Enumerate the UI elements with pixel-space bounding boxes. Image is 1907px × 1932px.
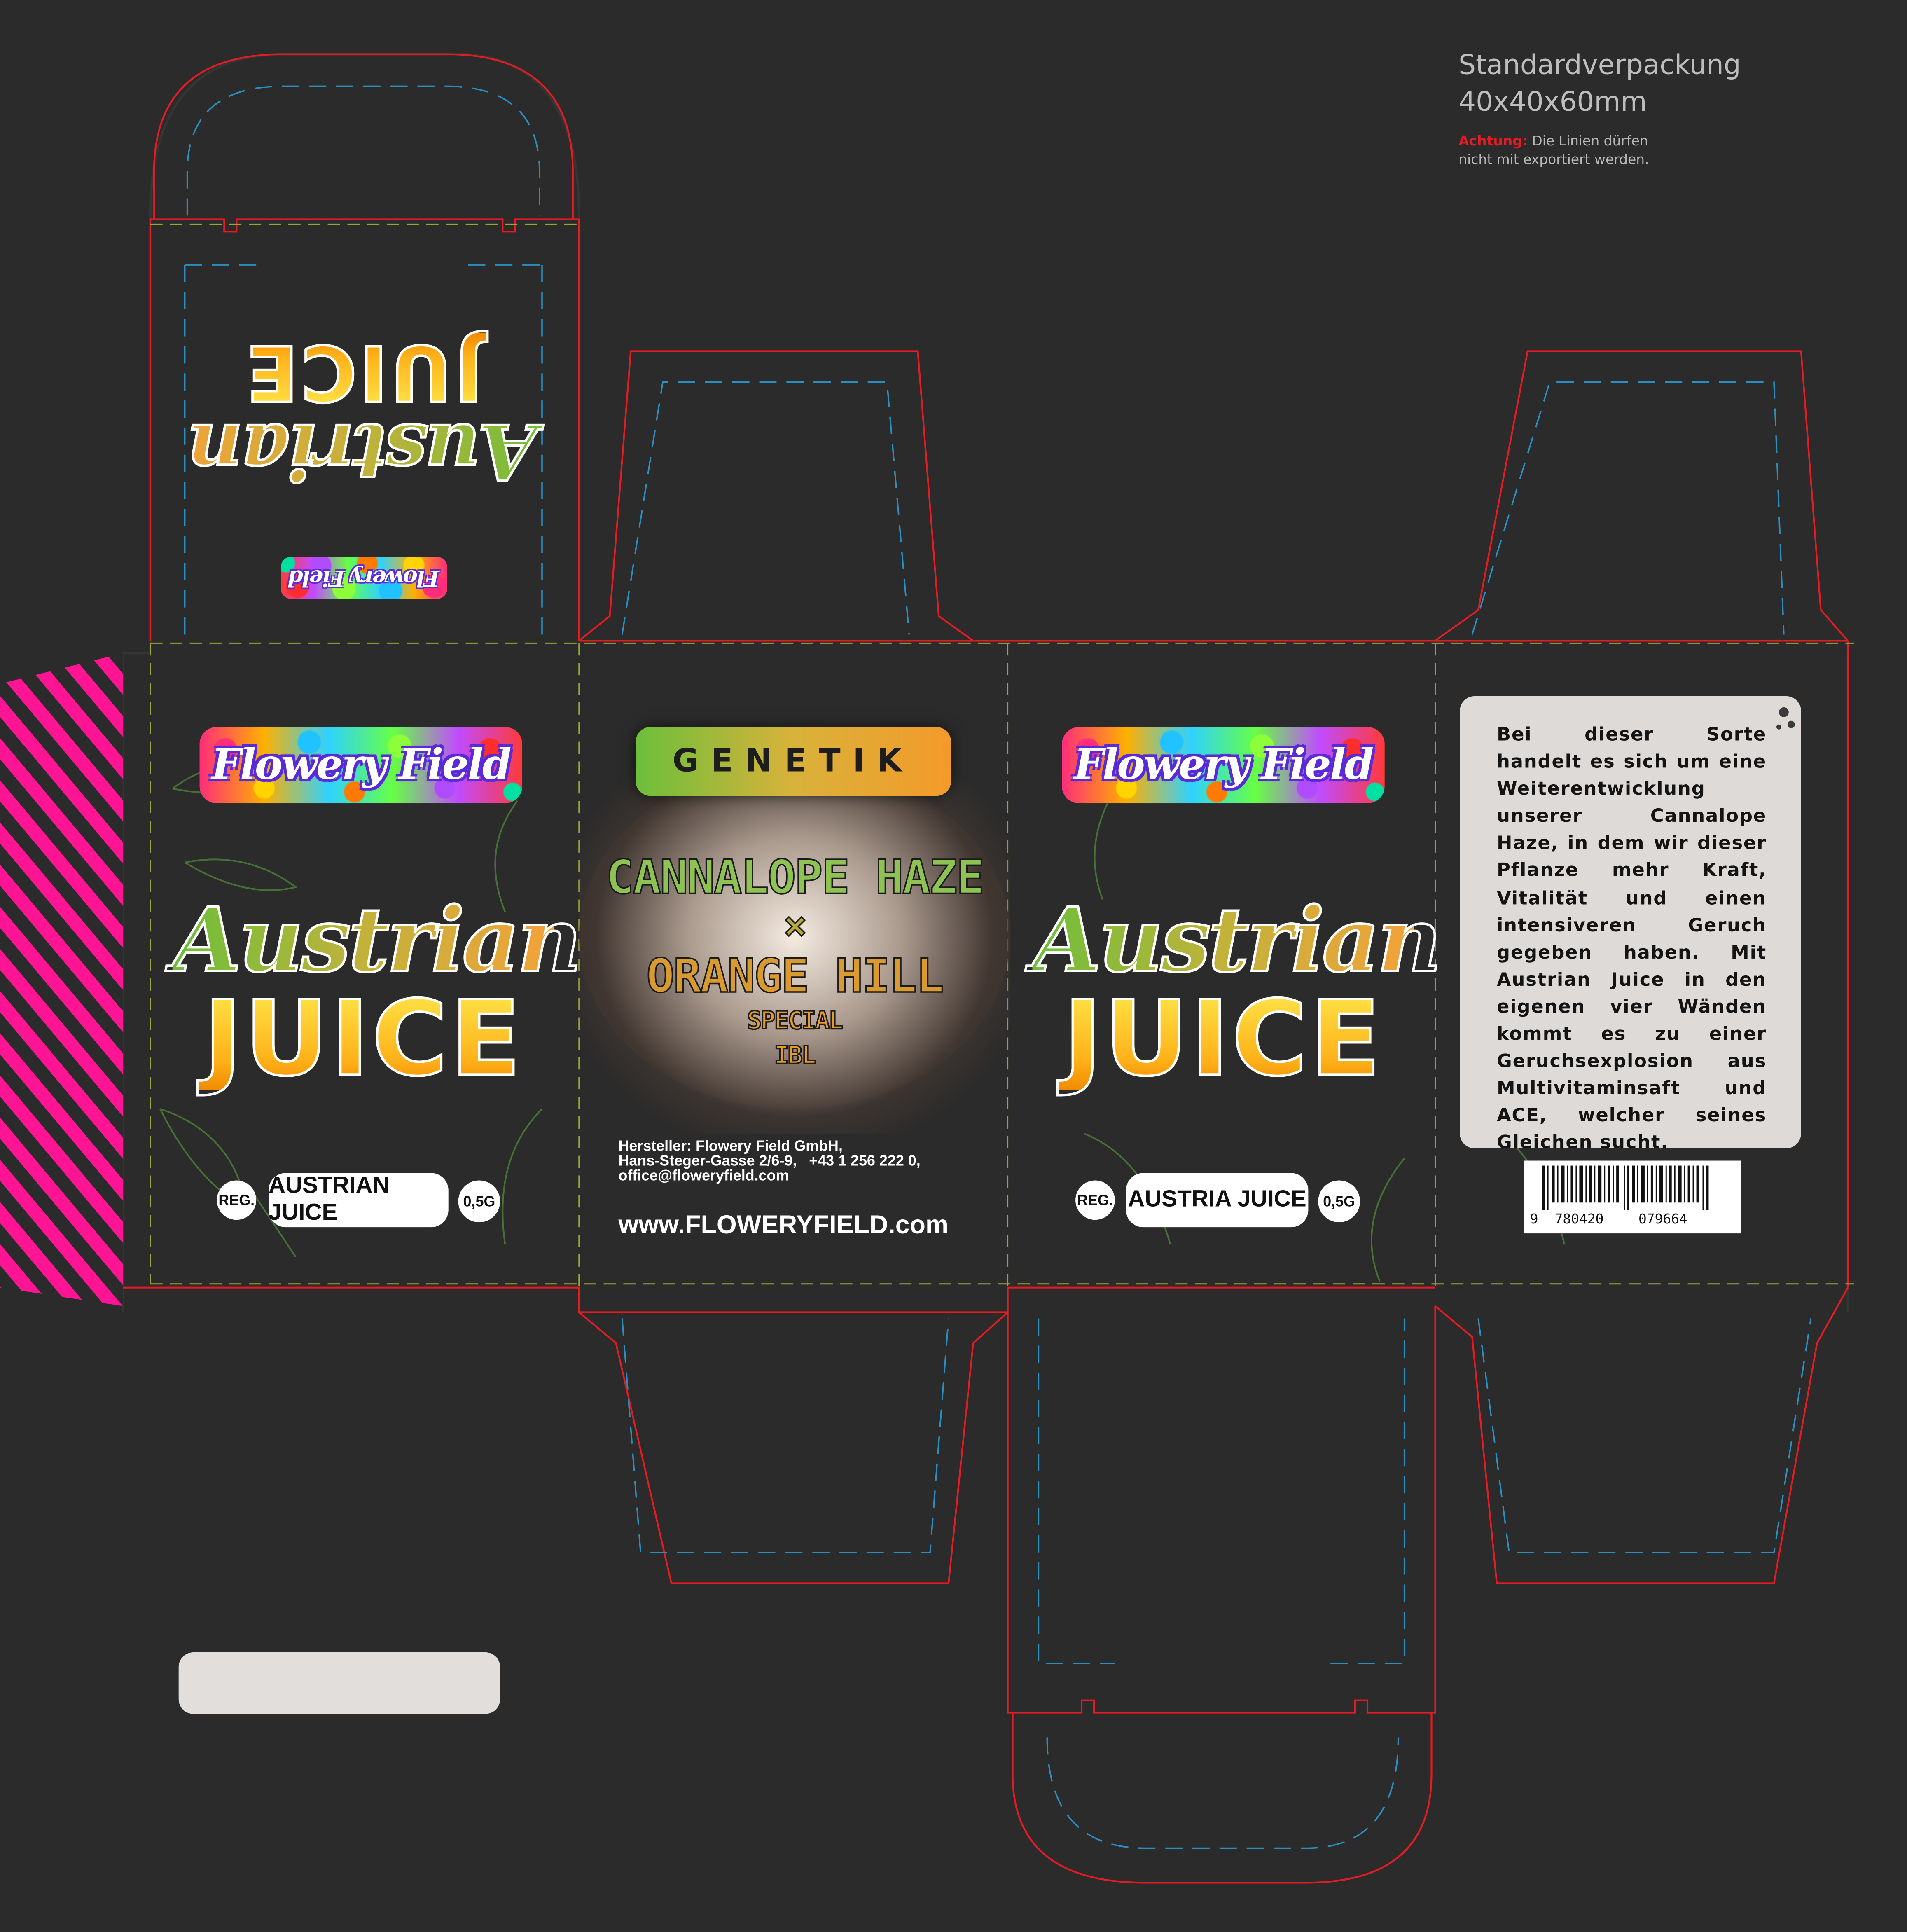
genetics-label: GENETIK xyxy=(636,727,951,796)
package-title: Standardverpackung xyxy=(1458,50,1741,82)
center-glow xyxy=(579,739,1010,1134)
barcode-digits-group2: 079664 xyxy=(1638,1211,1687,1228)
warning-label: Achtung: xyxy=(1458,133,1528,149)
back-reg-badge: REG. xyxy=(1075,1180,1115,1220)
back-title-line2: JUICE xyxy=(1032,986,1414,1092)
back-weight-badge: 0,5G xyxy=(1318,1180,1360,1223)
manufacturer-line3: office@floweryfield.com xyxy=(618,1167,789,1184)
back-strain-name-pill: AUSTRIA JUICE xyxy=(1126,1173,1309,1228)
back-title-line1: Austrian xyxy=(1031,887,1443,992)
barcode: 9 780420 079664 xyxy=(1524,1160,1741,1234)
barcode-digits-group1: 780420 xyxy=(1554,1211,1604,1228)
front-title-line2: JUICE xyxy=(173,986,554,1092)
barcode-bars xyxy=(1542,1165,1709,1210)
glue-flap-stripes xyxy=(0,653,124,1306)
genetics-parent2: ORANGE HILL xyxy=(645,948,944,1003)
description-label: Bei dieser Sorte handelt es sich um eine… xyxy=(1460,696,1801,1154)
genetics-parent1: CANNALOPE HAZE xyxy=(605,849,985,905)
manufacturer-line1: Hersteller: Flowery Field GmbH, xyxy=(618,1137,843,1155)
warning-text-2: nicht mit exportiert werden. xyxy=(1458,151,1649,168)
top-flap-brand-logo: Flowery Field xyxy=(280,557,447,599)
front-product-title: Austrian JUICE xyxy=(171,887,583,1092)
top-flap-brand-text: Flowery Field xyxy=(288,565,439,591)
genetics-cross: × xyxy=(783,901,808,950)
back-product-title: Austrian JUICE xyxy=(1031,887,1443,1092)
blank-label-area xyxy=(178,1652,500,1714)
front-weight-badge: 0,5G xyxy=(458,1180,500,1223)
front-brand-logo: Flowery Field xyxy=(199,727,523,804)
manufacturer-line2: Hans-Steger-Gasse 2/6-9, +43 1 256 222 0… xyxy=(618,1152,921,1169)
front-reg-badge: REG. xyxy=(217,1180,257,1220)
back-brand-text: Flowery Field xyxy=(1074,740,1374,790)
back-brand-logo: Flowery Field xyxy=(1062,727,1385,804)
top-flap-title-line1: Austrian xyxy=(173,405,554,498)
barcode-digit-first: 9 xyxy=(1530,1211,1538,1228)
front-title-line1: Austrian xyxy=(171,887,583,992)
top-flap-title-line2: JUICE xyxy=(173,327,554,419)
package-size: 40x40x60mm xyxy=(1458,87,1647,119)
description-text: Bei dieser Sorte handelt es sich um eine… xyxy=(1497,723,1767,1154)
website-url: www.FLOWERYFIELD.com xyxy=(618,1211,949,1240)
front-brand-text: Flowery Field xyxy=(211,740,512,790)
top-flap-product-title: Austrian JUICE xyxy=(173,327,554,498)
warning-note: Achtung: Die Linien dürfen nicht mit exp… xyxy=(1458,132,1705,169)
front-strain-name-pill: AUSTRIAN JUICE xyxy=(269,1173,449,1228)
genetics-parent2-sub2: IBL xyxy=(774,1039,817,1070)
manufacturer-info: Hersteller: Flowery Field GmbH, Hans-Ste… xyxy=(618,1139,988,1183)
genetics-parent2-sub1: SPECIAL xyxy=(746,1005,844,1036)
splash-icon xyxy=(1771,702,1799,739)
warning-text-1: Die Linien dürfen xyxy=(1532,133,1648,149)
